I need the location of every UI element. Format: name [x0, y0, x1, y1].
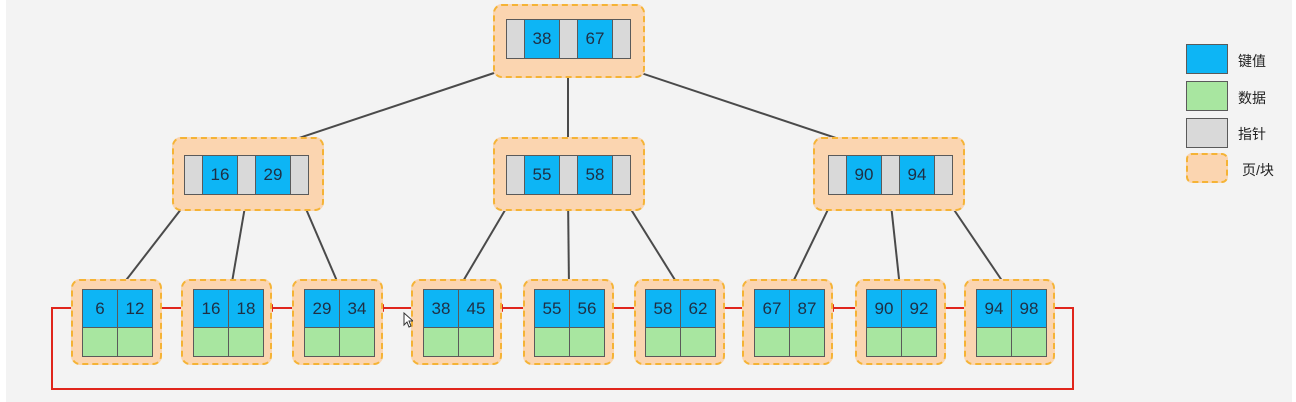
internal-node-3-pointer-1 [828, 155, 847, 195]
leaf-node-6-key-2: 62 [680, 289, 716, 328]
leaf-node-3-data-1 [304, 327, 340, 357]
legend-pointer-label: 指针 [1238, 126, 1266, 142]
leaf-node-1-key-2: 12 [117, 289, 153, 328]
leaf-node-8-key-2: 92 [901, 289, 937, 328]
leaf-node-5-key-1: 55 [534, 289, 570, 328]
leaf-node-4-data-2 [458, 327, 494, 357]
leaf-node-3-data-2 [339, 327, 375, 357]
leaf-wraparound-link [51, 304, 1074, 390]
leaf-node-6-data-2 [680, 327, 716, 357]
leaf-node-6-key-1: 58 [645, 289, 681, 328]
internal-node-2-key-1: 55 [524, 155, 560, 195]
internal-node-2-key-2: 58 [577, 155, 613, 195]
leaf-node-9-key-1: 94 [976, 289, 1012, 328]
right-margin [1292, 0, 1296, 402]
internal-node-2-pointer-1 [506, 155, 525, 195]
root-node-pointer-1 [506, 19, 525, 59]
leaf-node-8-key-1: 90 [866, 289, 902, 328]
leaf-node-4-data-1 [423, 327, 459, 357]
leaf-node-3-key-2: 34 [339, 289, 375, 328]
internal-node-1-pointer-3 [290, 155, 309, 195]
leaf-node-5-data-1 [534, 327, 570, 357]
leaf-node-7-data-1 [754, 327, 790, 357]
internal-node-3-pointer-3 [934, 155, 953, 195]
root-node-pointer-3 [612, 19, 631, 59]
internal-node-2-pointer-3 [612, 155, 631, 195]
internal-node-3-key-1: 90 [846, 155, 882, 195]
internal-node-3-key-2: 94 [899, 155, 935, 195]
internal-node-1-pointer-1 [184, 155, 203, 195]
root-node-key-1: 38 [524, 19, 560, 59]
legend-key-label: 键值 [1238, 53, 1266, 69]
legend-data-swatch [1186, 81, 1228, 111]
leaf-node-9-key-2: 98 [1011, 289, 1047, 328]
leaf-node-5-data-2 [569, 327, 605, 357]
leaf-node-1-data-2 [117, 327, 153, 357]
leaf-node-5-key-2: 56 [569, 289, 605, 328]
mouse-cursor-icon [403, 312, 413, 328]
leaf-node-1-key-1: 6 [82, 289, 118, 328]
legend-page-swatch [1186, 153, 1228, 183]
internal-node-1-pointer-2 [237, 155, 256, 195]
leaf-node-7-key-2: 87 [789, 289, 825, 328]
root-node-key-2: 67 [577, 19, 613, 59]
legend-data-label: 数据 [1238, 90, 1266, 106]
leaf-node-7-key-1: 67 [754, 289, 790, 328]
legend-pointer-swatch [1186, 118, 1228, 148]
internal-node-3-pointer-2 [881, 155, 900, 195]
leaf-node-1-data-1 [82, 327, 118, 357]
leaf-node-2-data-1 [193, 327, 229, 357]
leaf-node-8-data-2 [901, 327, 937, 357]
leaf-node-8-data-1 [866, 327, 902, 357]
internal-node-1-key-2: 29 [255, 155, 291, 195]
legend-key-swatch [1186, 44, 1228, 74]
leaf-node-7-data-2 [789, 327, 825, 357]
leaf-node-2-data-2 [228, 327, 264, 357]
leaf-node-4-key-2: 45 [458, 289, 494, 328]
leaf-node-2-key-2: 18 [228, 289, 264, 328]
internal-node-1-key-1: 16 [202, 155, 238, 195]
leaf-node-2-key-1: 16 [193, 289, 229, 328]
leaf-node-4-key-1: 38 [423, 289, 459, 328]
left-margin [0, 0, 6, 402]
internal-node-2-pointer-2 [559, 155, 578, 195]
leaf-node-6-data-1 [645, 327, 681, 357]
leaf-node-3-key-1: 29 [304, 289, 340, 328]
legend-page-label: 页/块 [1242, 162, 1274, 178]
leaf-node-9-data-1 [976, 327, 1012, 357]
leaf-node-9-data-2 [1011, 327, 1047, 357]
root-node-pointer-2 [559, 19, 578, 59]
